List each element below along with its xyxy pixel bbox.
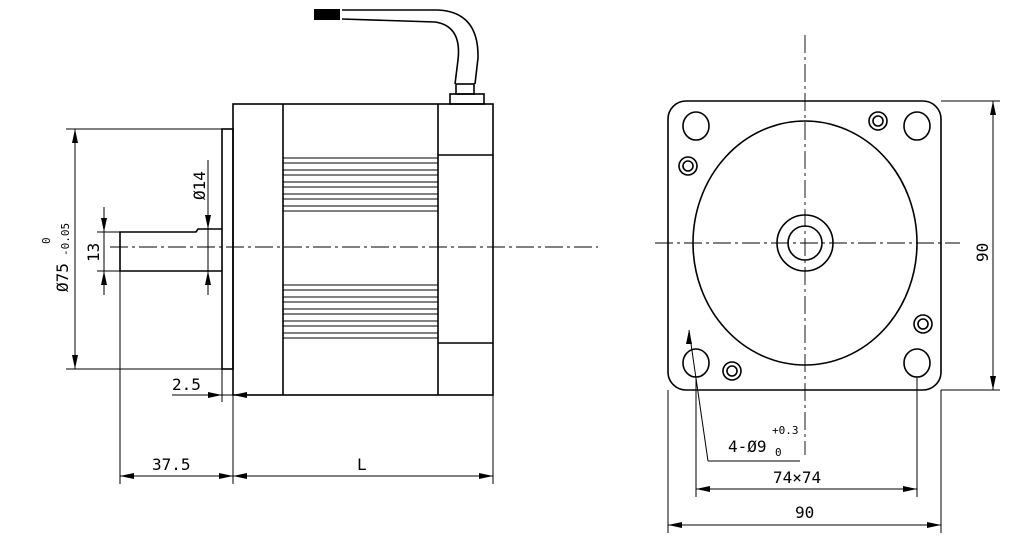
- power-cable: [314, 9, 485, 105]
- shaft-outer-circle: [776, 214, 834, 272]
- hole-spacing-dimension: [695, 377, 918, 497]
- shaft-inner-circle: [787, 225, 823, 261]
- hole-spacing-label: 74×74: [773, 468, 821, 487]
- body-length-label: L: [357, 455, 367, 474]
- hole-leader: [686, 329, 800, 462]
- motor-shaft: [119, 228, 222, 272]
- shaft-flat-dimension: [97, 207, 120, 295]
- shaft-diameter-label: Ø14: [190, 171, 209, 200]
- side-view: Ø75 0 -0.05 13 Ø14 2.5: [40, 9, 598, 484]
- cooling-fins-top: [283, 157, 438, 212]
- screw-holes: [678, 111, 933, 381]
- length-dimensions: [119, 271, 494, 484]
- flange-diameter-label: Ø75: [53, 263, 72, 292]
- cable-connector: [314, 9, 340, 20]
- pilot-boss: [692, 120, 918, 366]
- flange-thickness-label: 2.5: [172, 375, 201, 394]
- hole-tolerance-lower: 0: [775, 446, 782, 459]
- width-dimension: [667, 390, 942, 533]
- mounting-holes: [682, 111, 931, 378]
- front-view: 90 4-Ø9 +0.3 0 74×74 90: [655, 35, 1000, 533]
- hole-label: 4-Ø9: [728, 437, 767, 456]
- width-label: 90: [795, 503, 814, 522]
- height-dimension: [941, 100, 1000, 391]
- flange-thickness-dimension: [172, 369, 256, 402]
- flange-diameter-dimension: [66, 128, 222, 370]
- cooling-fins-bottom: [283, 284, 438, 339]
- hole-tolerance-upper: +0.3: [772, 424, 799, 437]
- shaft-length-label: 37.5: [152, 455, 191, 474]
- shaft-flat-label: 13: [84, 243, 103, 262]
- flange-tolerance-lower: -0.05: [59, 223, 72, 256]
- flange-plate: [221, 128, 234, 370]
- shaft-diameter-dimension: [205, 160, 211, 295]
- motor-body: [232, 103, 494, 396]
- flange-tolerance-upper: 0: [40, 237, 53, 244]
- height-label: 90: [973, 243, 992, 262]
- square-flange: [667, 100, 942, 391]
